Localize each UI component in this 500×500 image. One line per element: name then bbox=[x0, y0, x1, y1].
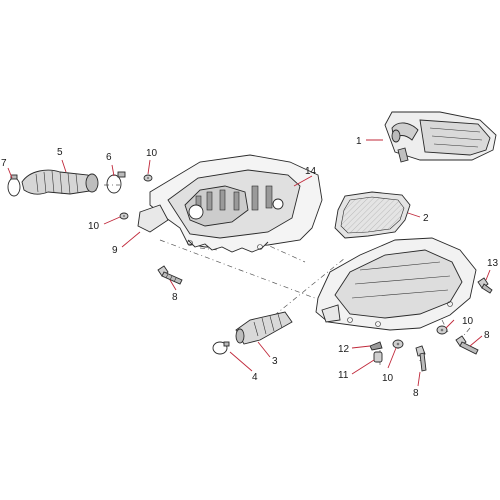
callout-6: 6 bbox=[106, 152, 112, 163]
screw-8-bottom bbox=[415, 345, 427, 372]
callout-8-right: 8 bbox=[484, 330, 490, 341]
washer-10-top bbox=[143, 174, 153, 182]
leader-lines bbox=[7, 139, 491, 387]
callout-8-left: 8 bbox=[172, 292, 178, 303]
callout-9: 9 bbox=[112, 245, 118, 256]
callout-10-bottom: 10 bbox=[382, 373, 394, 384]
callout-7: 7 bbox=[1, 158, 7, 169]
callout-12: 12 bbox=[338, 344, 350, 355]
hose-clamp-right bbox=[106, 171, 126, 194]
callout-10-left: 10 bbox=[88, 221, 100, 232]
callout-4: 4 bbox=[252, 372, 258, 383]
clip-12 bbox=[369, 341, 383, 351]
washer-10-bottom bbox=[392, 339, 404, 349]
callout-1: 1 bbox=[356, 136, 362, 147]
callout-10-top: 10 bbox=[146, 148, 158, 159]
callout-10-right: 10 bbox=[462, 316, 474, 327]
drain-plug-11 bbox=[373, 351, 383, 363]
screw-8-right bbox=[455, 335, 479, 355]
screw-8-left bbox=[157, 265, 183, 285]
callout-2: 2 bbox=[423, 213, 429, 224]
screw-13 bbox=[477, 277, 493, 294]
washer-10-right bbox=[436, 325, 448, 335]
washer-10-left bbox=[119, 212, 129, 220]
callout-5: 5 bbox=[57, 147, 63, 158]
callout-11: 11 bbox=[338, 370, 349, 381]
intake-hose bbox=[21, 169, 99, 195]
filter-element bbox=[334, 191, 411, 239]
hose-clamp-left bbox=[7, 174, 21, 197]
air-filter-assembly-thumbnail bbox=[384, 111, 497, 163]
callout-labels: 1 2 3 4 5 6 7 8 8 8 9 10 10 10 10 11 12 … bbox=[1, 136, 499, 399]
air-duct bbox=[235, 311, 293, 345]
callout-13: 13 bbox=[487, 258, 499, 269]
callout-8-bottom: 8 bbox=[413, 388, 419, 399]
duct-clamp bbox=[212, 341, 230, 355]
callout-3: 3 bbox=[272, 356, 278, 367]
filter-housing-box bbox=[137, 154, 323, 253]
filter-cover bbox=[315, 237, 477, 331]
callout-14: 14 bbox=[305, 166, 317, 177]
